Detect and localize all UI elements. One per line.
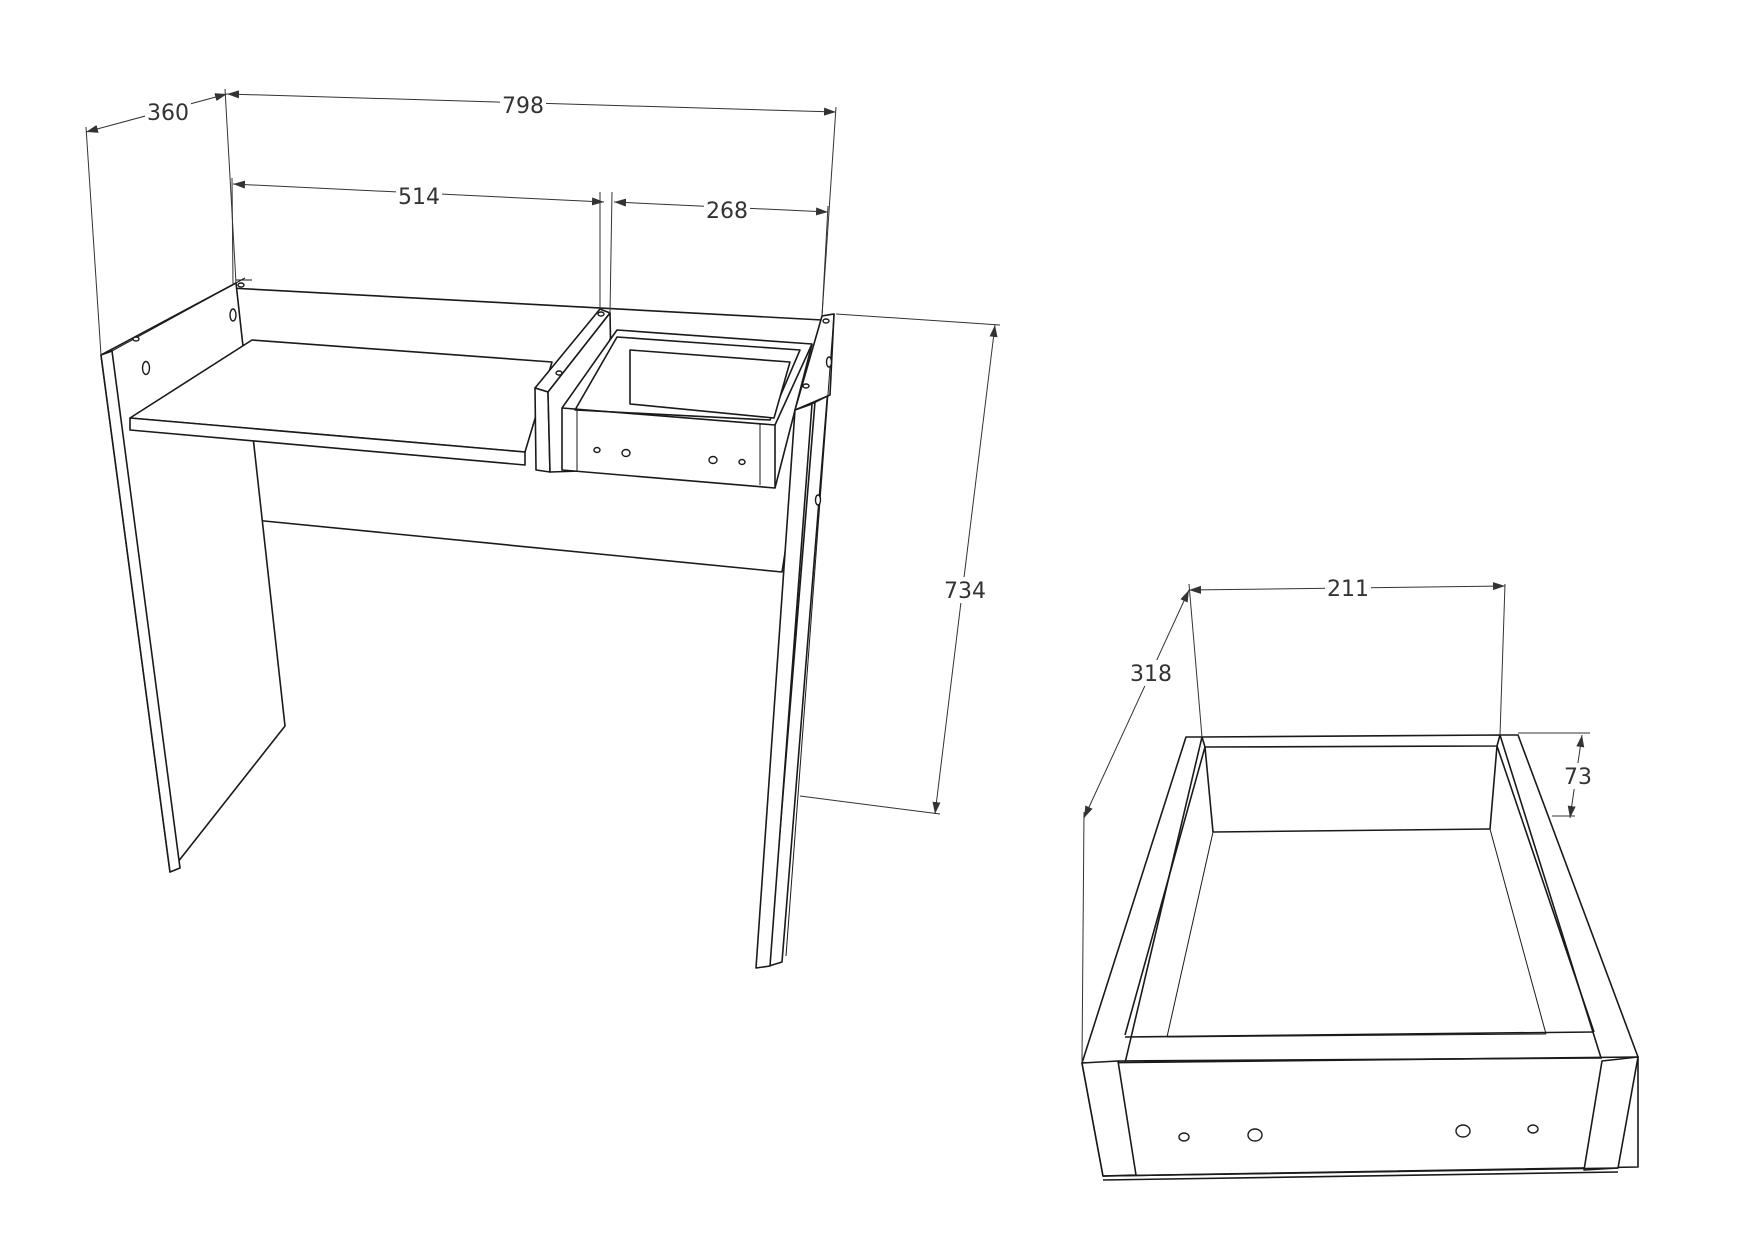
drawer-height-label: 73: [1564, 765, 1592, 790]
dimension-drawer-height: 73: [1561, 734, 1595, 819]
dimension-total-width: 798: [226, 90, 837, 119]
dimension-drawer-section: 268: [613, 197, 829, 224]
drawer-section-label: 268: [706, 199, 748, 224]
total-width-label: 798: [502, 94, 544, 119]
drawer-detail-drawing: 211 318 73: [1081, 575, 1639, 1181]
dimension-open-section: 514: [232, 180, 605, 210]
drawer-width-label: 211: [1327, 577, 1369, 602]
desk-drawer: [561, 329, 813, 489]
desk-dimensions: 360 798 514 268: [85, 88, 1001, 815]
dimension-depth: 360: [85, 93, 228, 133]
dimension-drawer-depth: 318: [1083, 589, 1190, 819]
drawer-dimensions: 211 318 73: [1081, 575, 1595, 1064]
open-section-label: 514: [398, 185, 440, 210]
depth-label: 360: [147, 101, 189, 126]
drawer-depth-label: 318: [1130, 662, 1172, 687]
drawer-box: [1081, 734, 1639, 1181]
desk-right-side-panel: [755, 313, 835, 969]
desk-drawing: 360 798 514 268: [85, 88, 1001, 969]
desk-top-shelf: [129, 339, 553, 466]
dimension-drawer-width: 211: [1188, 575, 1506, 602]
height-label: 734: [944, 579, 986, 604]
dimension-height: 734: [932, 324, 998, 815]
